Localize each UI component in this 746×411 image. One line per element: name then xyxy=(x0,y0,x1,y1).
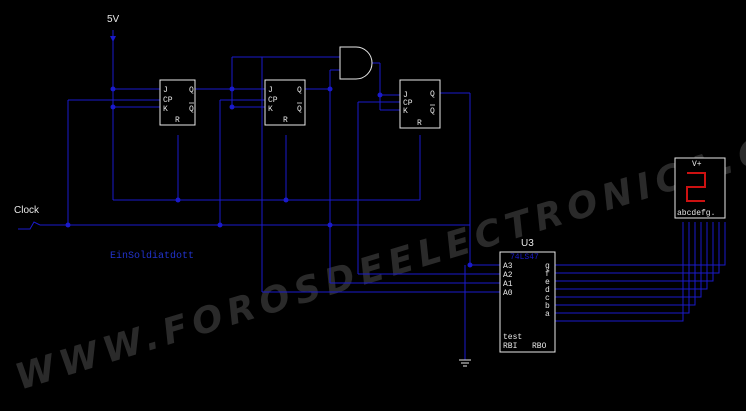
flipflop-3: J CP K R Q Q xyxy=(399,79,441,129)
seven-segment-display: V+ abcdefg. xyxy=(674,157,726,219)
decoder-out-c: c xyxy=(545,294,550,303)
wires xyxy=(40,30,726,360)
decoder-part: 74LS47 xyxy=(510,253,539,262)
ff2-j-pin: J xyxy=(268,86,273,95)
decoder-test: test xyxy=(503,333,522,342)
supply-5v: 5V xyxy=(107,14,120,42)
ff3-qbar-pin: Q xyxy=(430,107,435,116)
display-supply: V+ xyxy=(692,160,702,169)
ff2-q-pin: Q xyxy=(297,86,302,95)
decoder-rbi: RBI xyxy=(503,342,517,351)
decoder-out-e: e xyxy=(545,278,550,287)
flipflop-1: J CP K R Q Q xyxy=(159,79,196,126)
ff2-r-pin: R xyxy=(283,116,288,125)
ff1-j-pin: J xyxy=(163,86,168,95)
supply-label: 5V xyxy=(107,14,120,25)
ff3-j-pin: J xyxy=(403,91,408,100)
ff1-q-pin: Q xyxy=(189,86,194,95)
decoder-in-a0: A0 xyxy=(503,289,513,298)
decoder-out-g: g xyxy=(545,262,550,271)
display-digit-segments xyxy=(686,172,706,202)
flipflop-2: J CP K R Q Q xyxy=(264,79,306,126)
ff3-q-pin: Q xyxy=(430,90,435,99)
ff3-k-pin: K xyxy=(403,107,408,116)
ff1-cp-pin: CP xyxy=(163,96,173,105)
ff1-k-pin: K xyxy=(163,105,168,114)
decoder-out-f: f xyxy=(545,270,550,279)
ff1-qbar-pin: Q xyxy=(189,105,194,114)
decoder-in-a3: A3 xyxy=(503,262,513,271)
ff2-k-pin: K xyxy=(268,105,273,114)
display-segment-labels: abcdefg. xyxy=(677,209,715,218)
decoder-rbo: RBO xyxy=(532,342,547,351)
decoder-u3: U3 74LS47 A3 A2 A1 A0 g f e d c b a test… xyxy=(499,238,556,353)
clock-label: Clock xyxy=(14,205,40,216)
decoder-out-a: a xyxy=(545,310,550,319)
and-gate xyxy=(339,46,373,80)
ff1-r-pin: R xyxy=(175,116,180,125)
decoder-out-b: b xyxy=(545,302,550,311)
ff2-qbar-pin: Q xyxy=(297,105,302,114)
ground-icon xyxy=(459,359,471,367)
ff3-r-pin: R xyxy=(417,119,422,128)
decoder-ref: U3 xyxy=(521,238,534,249)
decoder-in-a2: A2 xyxy=(503,271,513,280)
clock-input: Clock xyxy=(14,205,41,230)
decoder-out-d: d xyxy=(545,286,550,295)
decoder-in-a1: A1 xyxy=(503,280,513,289)
counter-label: EinSoldiatdott xyxy=(110,250,194,262)
junction-dots xyxy=(65,86,473,268)
ff2-cp-pin: CP xyxy=(268,96,278,105)
ff3-cp-pin: CP xyxy=(403,99,413,108)
